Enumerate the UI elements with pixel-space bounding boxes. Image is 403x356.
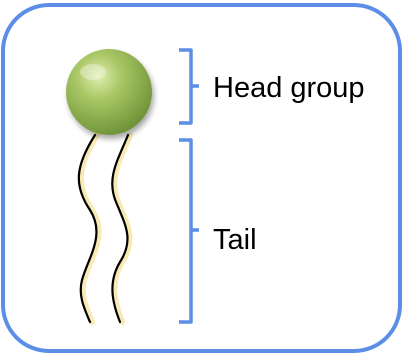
head-group-label: Head group [213, 74, 365, 103]
head-highlight [80, 64, 106, 80]
head-group-sphere [66, 49, 152, 135]
tail-label: Tail [213, 226, 257, 255]
frame-border [3, 5, 400, 351]
